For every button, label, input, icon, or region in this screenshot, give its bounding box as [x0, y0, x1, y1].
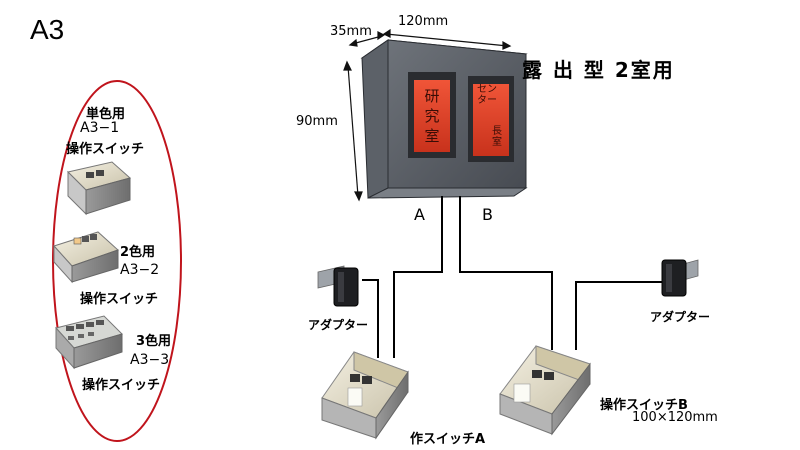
a3-3-caption-top: 3色用	[136, 334, 172, 349]
a3-2-model: A3−2	[120, 262, 160, 278]
adapter-right-label: アダプター	[650, 310, 711, 324]
switch-b-image	[499, 345, 591, 436]
main-enclosure	[360, 39, 528, 199]
unit-title: 露 出 型 2室用	[522, 58, 675, 82]
adapter-left-label: アダプター	[308, 318, 369, 332]
a3-1-caption-top: 単色用	[86, 107, 126, 122]
switch-a3-2-image	[53, 231, 119, 284]
left-selection-oval	[52, 80, 182, 442]
a3-3-caption-bottom: 操作スイッチ	[82, 378, 161, 393]
panel-left-text: 研究室	[424, 87, 440, 145]
switch-b-label: 操作スイッチB	[600, 398, 688, 413]
port-a-label: A	[414, 205, 425, 224]
a3-1-caption-bottom: 操作スイッチ	[66, 142, 145, 157]
a3-2-caption-top: 2色用	[120, 245, 156, 260]
a3-2-caption-bottom: 操作スイッチ	[80, 292, 159, 307]
adapter-left-image	[317, 265, 359, 307]
wiring	[362, 196, 664, 358]
dimension-depth: 35mm	[330, 24, 372, 39]
a3-3-model: A3−3	[130, 352, 170, 368]
switch-a3-1-image	[67, 161, 132, 216]
dimension-lines	[343, 28, 512, 202]
switch-a3-3-image	[55, 315, 123, 370]
switch-a-image	[321, 351, 409, 440]
dimension-width: 120mm	[398, 14, 449, 29]
switch-b-size: 100×120mm	[632, 410, 718, 425]
page-title: A3	[30, 14, 65, 45]
dimension-height: 90mm	[296, 114, 338, 129]
port-b-label: B	[482, 205, 493, 224]
a3-1-model: A3−1	[80, 120, 120, 136]
adapter-right-image	[661, 259, 699, 297]
panel-right-main-text: センター	[477, 84, 497, 106]
panel-right-sub-text: 長室	[492, 126, 502, 148]
switch-a-label: 作スイッチA	[410, 432, 486, 447]
